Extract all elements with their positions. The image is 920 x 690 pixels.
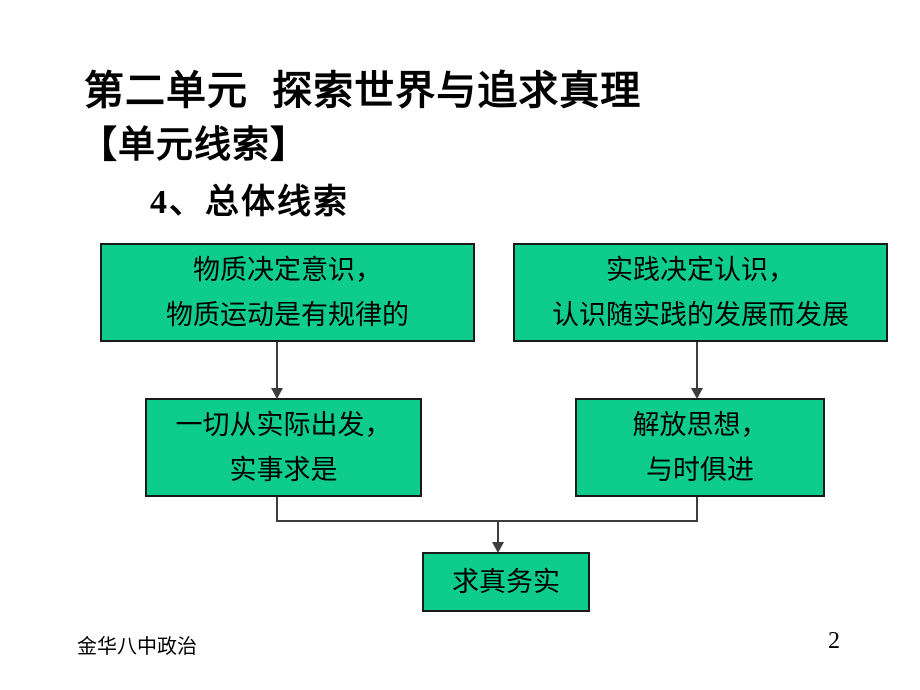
flow-box-line: 与时俱进 [646, 454, 754, 485]
flow-box-line: 解放思想， [632, 409, 768, 440]
page-number: 2 [828, 628, 840, 654]
footer-school-label: 金华八中政治 [77, 636, 197, 658]
slide-title: 第二单元 探索世界与追求真理 [84, 69, 642, 113]
overall-clue-heading: 4、总体线索 [150, 184, 349, 221]
flow-box-line: 求真务实 [452, 566, 560, 597]
flow-box-seek-truth-from-facts: 求真务实 [422, 552, 590, 612]
unit-clue-label: 【单元线索】 [80, 124, 308, 165]
flow-box-line: 认识随实践的发展而发展 [552, 299, 849, 330]
flow-box-emancipate-the-mind: 解放思想， 与时俱进 [575, 398, 825, 497]
flow-box-line: 实践决定认识， [606, 254, 795, 285]
flow-box-proceed-from-reality: 一切从实际出发， 实事求是 [145, 398, 422, 497]
flow-box-line: 一切从实际出发， [175, 409, 392, 440]
flow-box-line: 物质运动是有规律的 [166, 299, 409, 330]
flow-box-line: 物质决定意识， [193, 254, 382, 285]
flow-box-line: 实事求是 [229, 454, 338, 485]
flow-box-practice-decides-cognition: 实践决定认识， 认识随实践的发展而发展 [513, 243, 888, 342]
flow-box-material-decides-consciousness: 物质决定意识， 物质运动是有规律的 [100, 243, 475, 342]
